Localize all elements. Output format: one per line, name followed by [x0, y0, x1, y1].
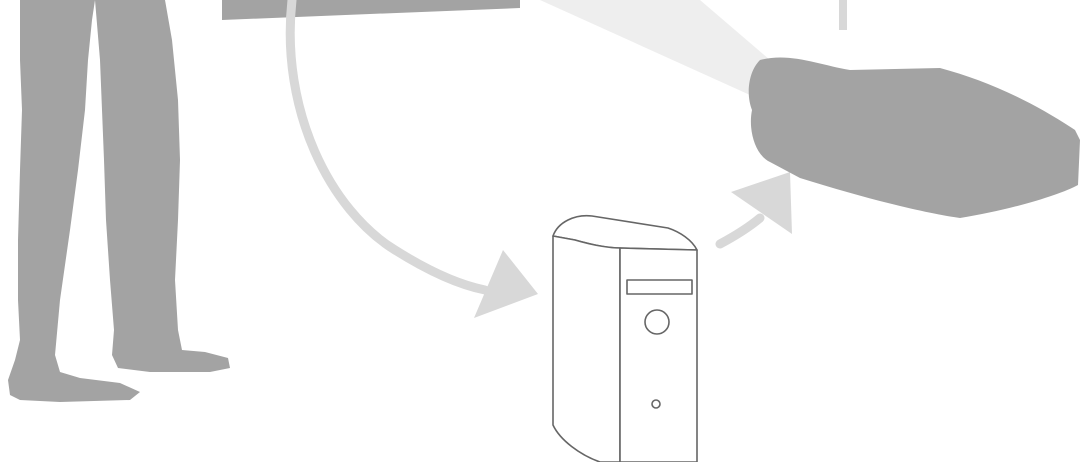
person-silhouette-icon: [8, 0, 230, 402]
flow-arrow-screen-to-computer: [290, 0, 538, 318]
projection-screen-icon: [222, 0, 520, 20]
arrowhead-icon: [474, 250, 538, 318]
desktop-tower-icon: [553, 216, 697, 462]
drive-bay: [627, 280, 692, 294]
flow-arrow-computer-to-projector: [720, 172, 792, 244]
ceiling-mount-icon: [839, 0, 847, 30]
arrowhead-icon: [731, 172, 792, 234]
led-indicator-icon: [652, 400, 660, 408]
power-button-icon: [645, 310, 669, 334]
projection-beam: [540, 0, 770, 95]
projector-icon: [749, 57, 1080, 218]
